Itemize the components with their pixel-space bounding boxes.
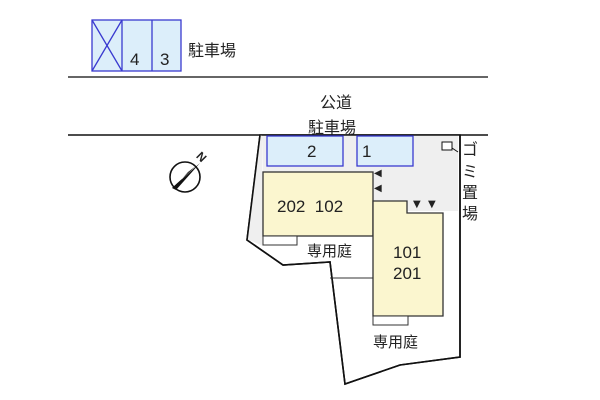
private-garden-label-2: 専用庭: [373, 333, 419, 351]
entrance-arrow-down-icon: ▼: [428, 199, 436, 210]
parking-space-3-label: 3: [160, 50, 170, 69]
garbage-station-icon: [441, 141, 453, 151]
parking-space-2-label: 2: [307, 142, 317, 161]
building-units-202-102-label: 202 102: [277, 197, 344, 216]
building-unit-101-label: 101: [393, 243, 422, 262]
entrance-arrow-left-icon: ◀: [374, 168, 382, 179]
entrance-arrow-down-icon: ▼: [413, 199, 421, 210]
parking-space-4-label: 4: [130, 50, 140, 69]
garden-marker-1: [262, 235, 298, 246]
garbage-label-char-4: 場: [462, 204, 479, 223]
onsite-parking-label: 駐車場: [308, 118, 357, 137]
parking-space-1: [356, 135, 414, 167]
garden-marker-2: [372, 315, 409, 326]
offsite-parking: [91, 19, 182, 72]
offsite-parking-label: 駐車場: [188, 41, 237, 60]
garbage-label-char-3: 置: [462, 183, 479, 202]
garbage-label-char-2: ミ: [462, 162, 479, 181]
building-202-102: [262, 171, 374, 237]
north-compass-icon: [169, 161, 201, 193]
parking-space-2: [266, 135, 344, 167]
entrance-arrow-left-icon: ◀: [374, 183, 382, 194]
parking-space-1-label: 1: [362, 142, 372, 161]
road-label: 公道: [320, 93, 353, 112]
garbage-label-char-1: ゴ: [462, 140, 479, 159]
private-garden-label-1: 専用庭: [307, 242, 353, 260]
building-unit-201-label: 201: [393, 264, 422, 283]
